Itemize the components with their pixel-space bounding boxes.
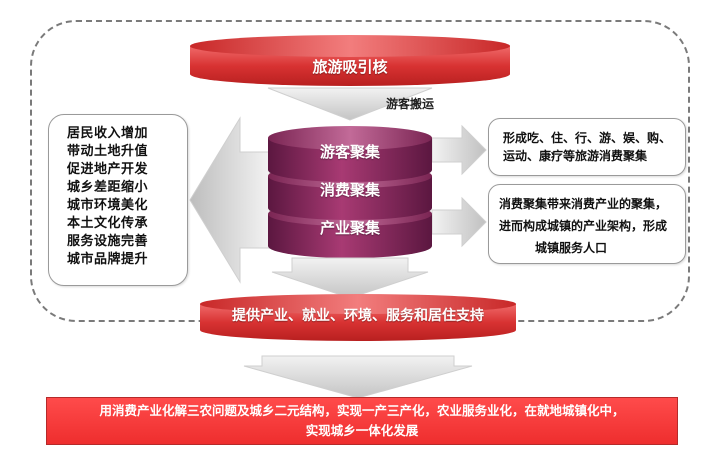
conclusion-line: 用消费产业化解三农问题及城乡二元结构，实现一产三产化，农业服务业化，在就地城镇化…: [99, 403, 625, 418]
down-arrow-bottom: [243, 355, 473, 399]
consumption-cluster-box: 形成吃、住、行、游、娱、购、 运动、康疗等旅游消费聚集: [488, 118, 686, 176]
support-red-disc: [200, 294, 516, 341]
down-arrow-top: [267, 87, 433, 121]
box-line: 消费聚集带来消费产业的聚集，: [499, 197, 668, 211]
benefit-line: 服务设施完善: [67, 234, 149, 249]
support-label: 提供产业、就业、环境、服务和居住支持: [232, 308, 484, 324]
benefit-line: 本土文化传承: [67, 216, 149, 231]
benefit-line: 城市环境美化: [67, 198, 149, 213]
cylinder: [268, 126, 432, 258]
benefit-line: 城市品牌提升: [67, 252, 149, 267]
right-arrow-upper: [431, 124, 487, 176]
cylinder-label-consumption: 消费聚集: [319, 181, 380, 199]
tourist-transport-label: 游客搬运: [386, 97, 435, 111]
right-arrow-lower: [431, 196, 487, 248]
conclusion-line: 实现城乡一体化发展: [305, 423, 419, 438]
cylinder-label-industry: 产业聚集: [319, 219, 380, 237]
top-red-disc: [190, 35, 510, 86]
attraction-core-label: 旅游吸引核: [312, 58, 388, 76]
box-line: 形成吃、住、行、游、娱、购、: [503, 131, 672, 145]
benefit-line: 居民收入增加: [67, 126, 149, 141]
left-arrow: [189, 116, 271, 284]
box-line: 运动、康疗等旅游消费聚集: [503, 149, 648, 163]
benefits-box: 居民收入增加 带动土地升值 促进地产开发 城乡差距缩小 城市环境美化 本土文化传…: [48, 114, 188, 286]
benefit-line: 带动土地升值: [67, 144, 149, 159]
conclusion-bar: 用消费产业化解三农问题及城乡二元结构，实现一产三产化，农业服务业化，在就地城镇化…: [46, 397, 678, 445]
down-arrow-middle: [271, 257, 429, 299]
cylinder-label-tourist: 游客聚集: [319, 143, 380, 161]
benefit-line: 城乡差距缩小: [67, 180, 149, 195]
box-line: 城镇服务人口: [535, 241, 608, 255]
box-line: 进而构成城镇的产业架构，形成: [499, 219, 668, 233]
industry-cluster-box: 消费聚集带来消费产业的聚集， 进而构成城镇的产业架构，形成 城镇服务人口: [488, 184, 686, 264]
benefit-line: 促进地产开发: [67, 162, 149, 177]
